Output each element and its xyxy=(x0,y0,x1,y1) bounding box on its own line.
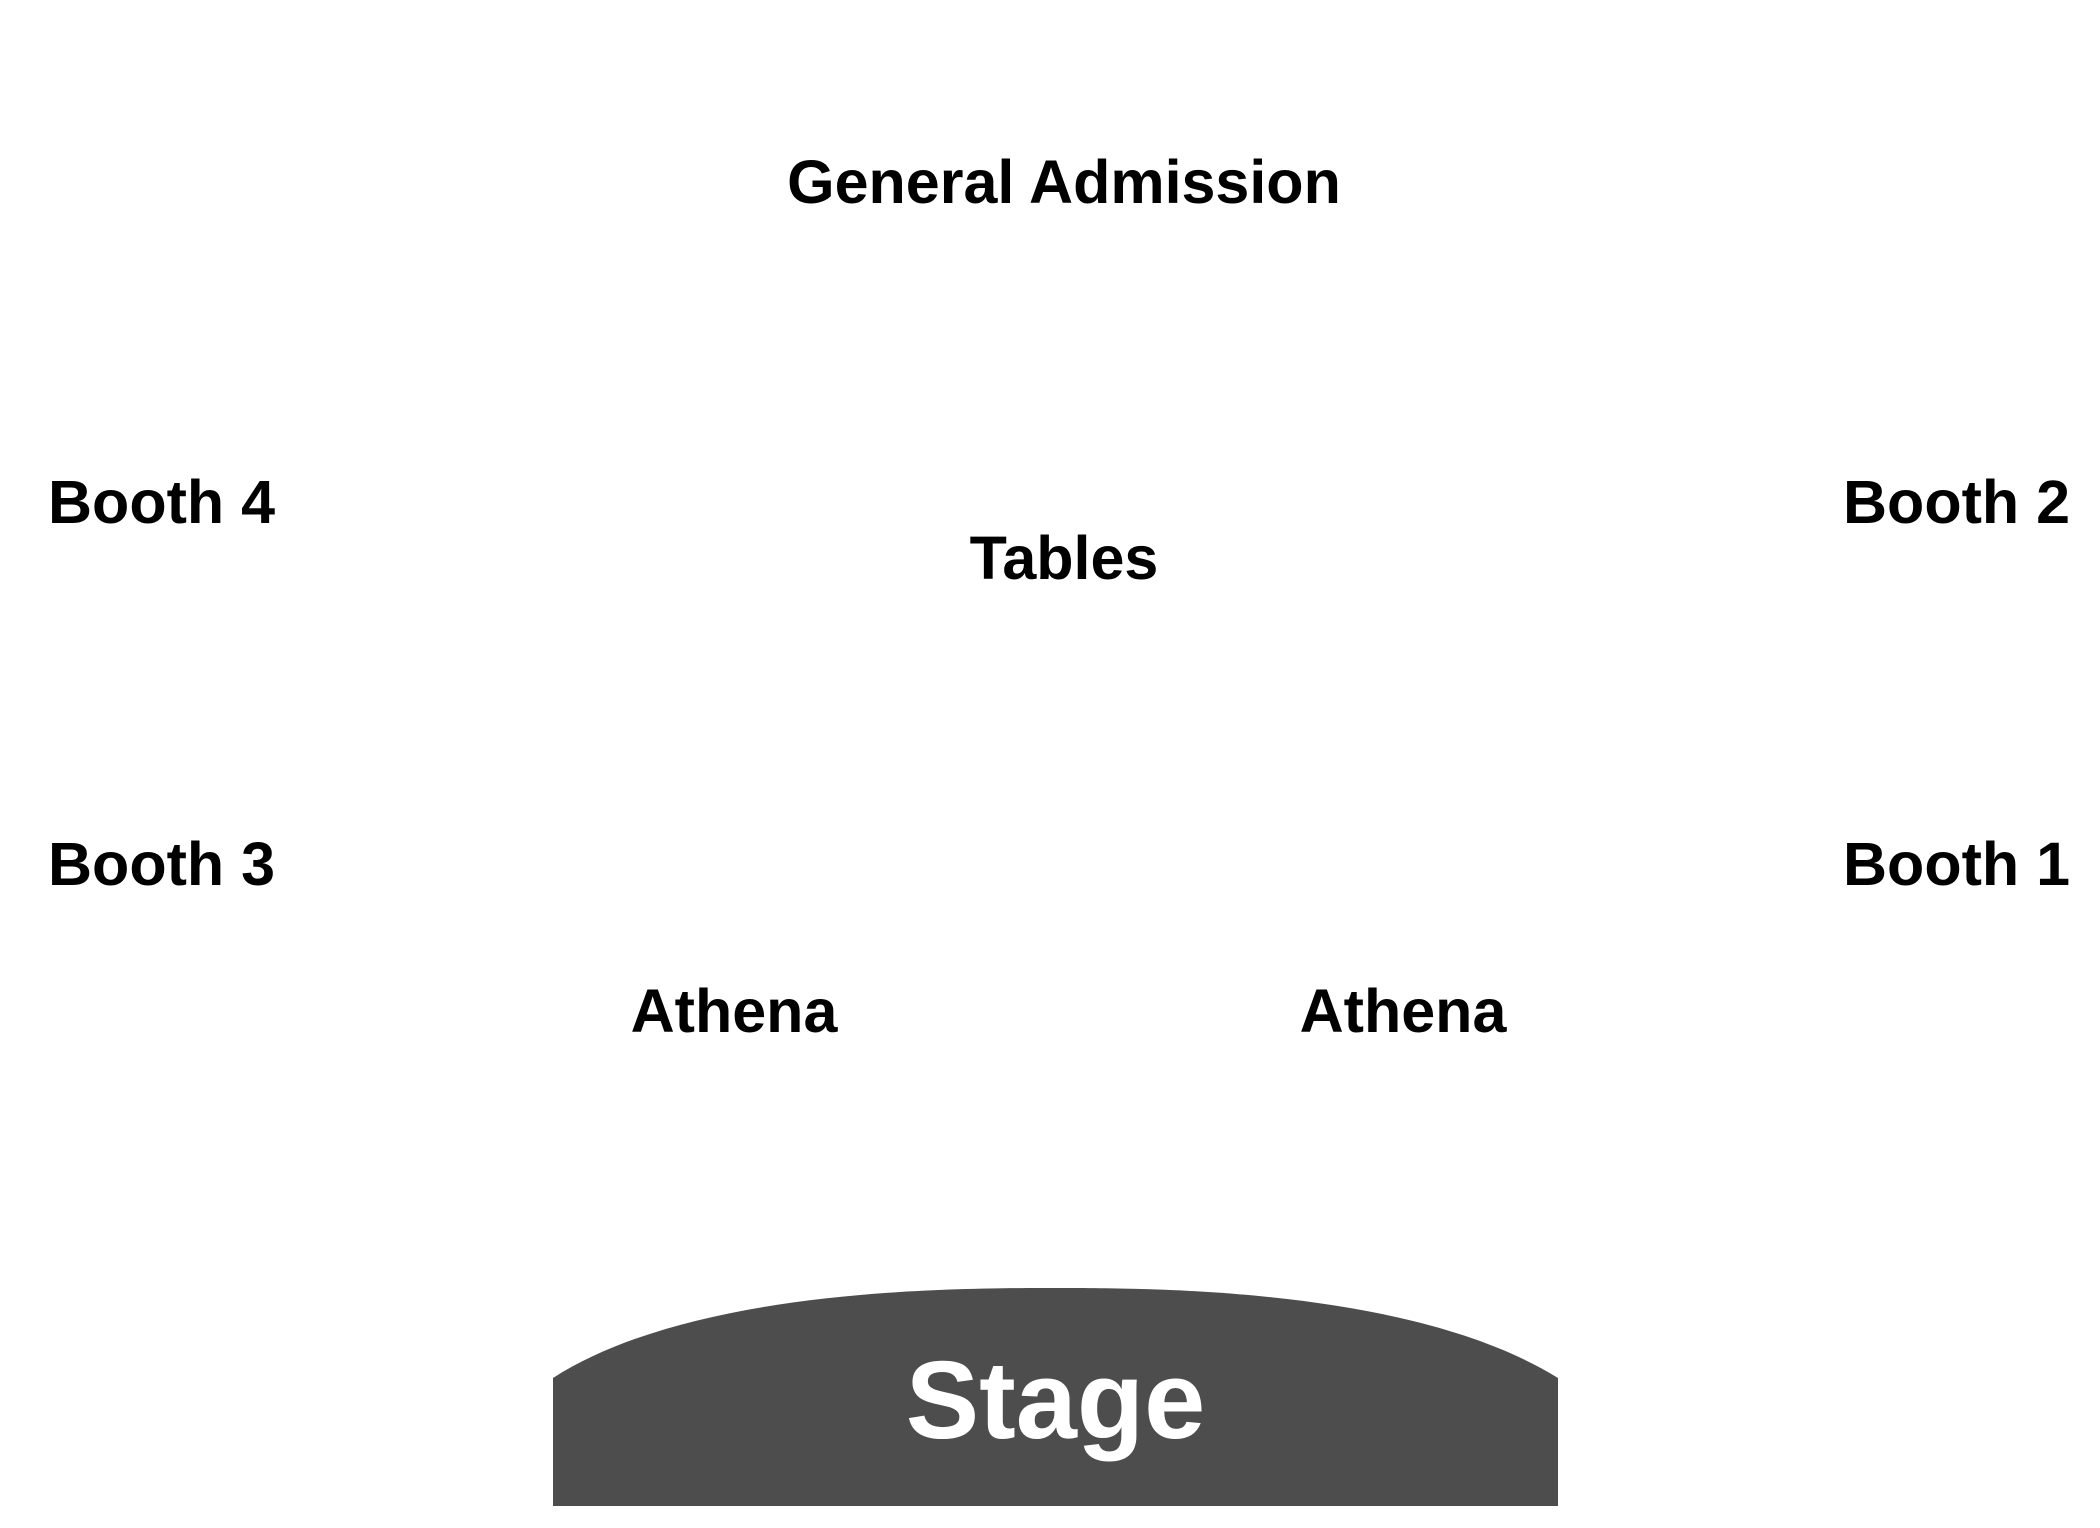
section-booth-2[interactable]: Booth 2 xyxy=(1843,468,2071,536)
stage-label: Stage xyxy=(905,1339,1206,1462)
section-tables[interactable]: Tables xyxy=(969,524,1159,592)
section-athena-right[interactable]: Athena xyxy=(1299,977,1507,1045)
stage-shape xyxy=(553,1288,1558,1506)
section-general-admission[interactable]: General Admission xyxy=(787,148,1341,216)
section-booth-3[interactable]: Booth 3 xyxy=(48,830,276,898)
section-athena-left[interactable]: Athena xyxy=(630,977,838,1045)
stage: Stage xyxy=(553,1288,1558,1506)
section-booth-4[interactable]: Booth 4 xyxy=(48,468,276,536)
section-booth-1[interactable]: Booth 1 xyxy=(1843,830,2071,898)
stage-fill xyxy=(553,1288,1558,1506)
